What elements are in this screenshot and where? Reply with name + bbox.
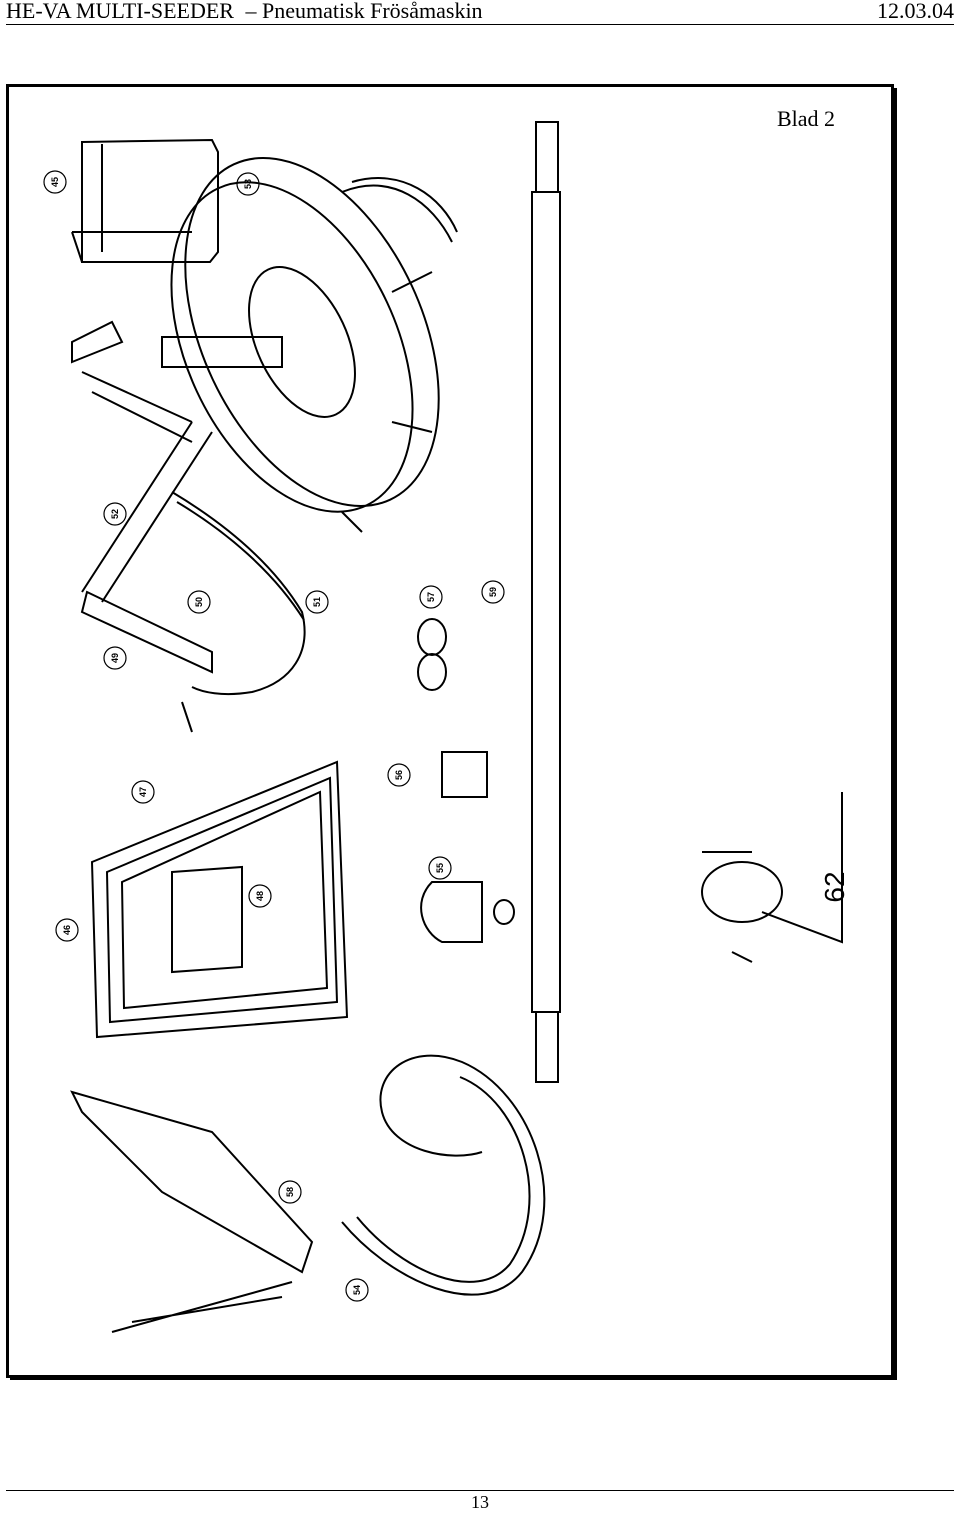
part-52-frame-arm <box>71 320 283 733</box>
part-45-box <box>71 138 219 263</box>
frame-shadow-right <box>893 88 897 1380</box>
header-title-line: HE-VA MULTI-SEEDER – Pneumatisk Frösåmas… <box>6 0 483 24</box>
document-date: 12.03.04 <box>877 0 954 23</box>
page-number: 13 <box>0 1492 960 1513</box>
callout-55: 55 <box>428 856 452 880</box>
svg-text:52: 52 <box>110 509 120 519</box>
title-dash: – <box>245 0 257 23</box>
callout-50: 50 <box>187 590 211 614</box>
callout-45: 45 <box>43 170 67 194</box>
svg-text:49: 49 <box>110 653 120 663</box>
callout-59: 59 <box>481 580 505 604</box>
document-subtitle: Pneumatisk Frösåmaskin <box>261 0 483 23</box>
callout-53: 53 <box>236 172 260 196</box>
callout-57: 57 <box>419 585 443 609</box>
page-header: HE-VA MULTI-SEEDER – Pneumatisk Frösåmas… <box>6 0 954 26</box>
svg-text:57: 57 <box>426 592 436 602</box>
page-number-text: 13 <box>471 1492 489 1512</box>
svg-text:59: 59 <box>488 587 498 597</box>
part-57-bushings <box>417 618 447 691</box>
part-56-clamp <box>441 751 488 798</box>
svg-text:46: 46 <box>62 925 72 935</box>
svg-text:54: 54 <box>352 1285 362 1295</box>
drawing-frame <box>6 84 894 1378</box>
callout-labels: 45 53 52 49 50 51 57 59 <box>43 170 850 1302</box>
part-53-wheel <box>170 157 458 533</box>
part-54-hose <box>341 1054 546 1296</box>
parts-drawing: 45 53 52 49 50 51 57 59 <box>43 121 850 1333</box>
svg-text:58: 58 <box>285 1187 295 1197</box>
svg-text:53: 53 <box>243 179 253 189</box>
callout-54: 54 <box>345 1278 369 1302</box>
callout-51: 51 <box>305 590 329 614</box>
callout-47: 47 <box>131 780 155 804</box>
svg-text:45: 45 <box>50 177 60 187</box>
sheet-label: Blad 2 <box>777 106 836 131</box>
part-58-bracket <box>70 1090 314 1333</box>
svg-text:47: 47 <box>138 787 148 797</box>
part-62-fan <box>701 792 843 963</box>
document-title: HE-VA MULTI-SEEDER <box>6 0 234 23</box>
callout-48: 48 <box>248 884 272 908</box>
callout-46: 46 <box>55 918 79 942</box>
callout-52: 52 <box>103 502 127 526</box>
footer-rule <box>6 1490 954 1491</box>
frame-shadow-bottom <box>10 1377 897 1380</box>
svg-text:55: 55 <box>435 863 445 873</box>
svg-text:48: 48 <box>255 891 265 901</box>
callout-56: 56 <box>387 763 411 787</box>
callout-49: 49 <box>103 646 127 670</box>
part-55-saddle <box>420 881 515 943</box>
header-rule <box>6 24 954 25</box>
svg-text:51: 51 <box>312 597 322 607</box>
part-51-chain <box>171 491 306 696</box>
svg-text:56: 56 <box>394 770 404 780</box>
part-47-screen <box>90 760 349 1039</box>
part-59-shaft <box>531 121 561 1083</box>
callout-62: 62 <box>819 871 850 902</box>
callout-58: 58 <box>278 1180 302 1204</box>
svg-text:50: 50 <box>194 597 204 607</box>
